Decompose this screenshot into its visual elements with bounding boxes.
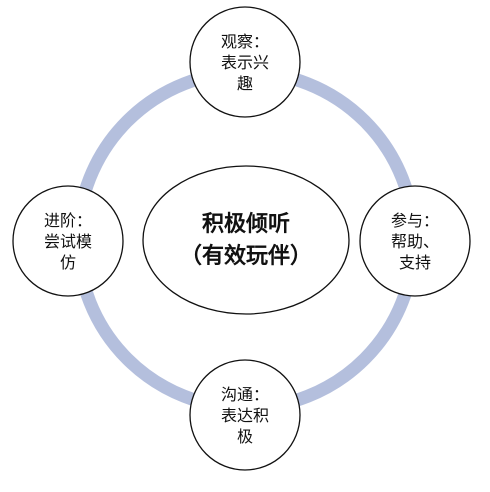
node-bottom-circle: [189, 359, 301, 471]
node-left-circle: [12, 185, 124, 297]
center-ellipse: [142, 165, 350, 315]
node-right-circle: [359, 185, 471, 297]
node-top-circle: [189, 6, 301, 118]
